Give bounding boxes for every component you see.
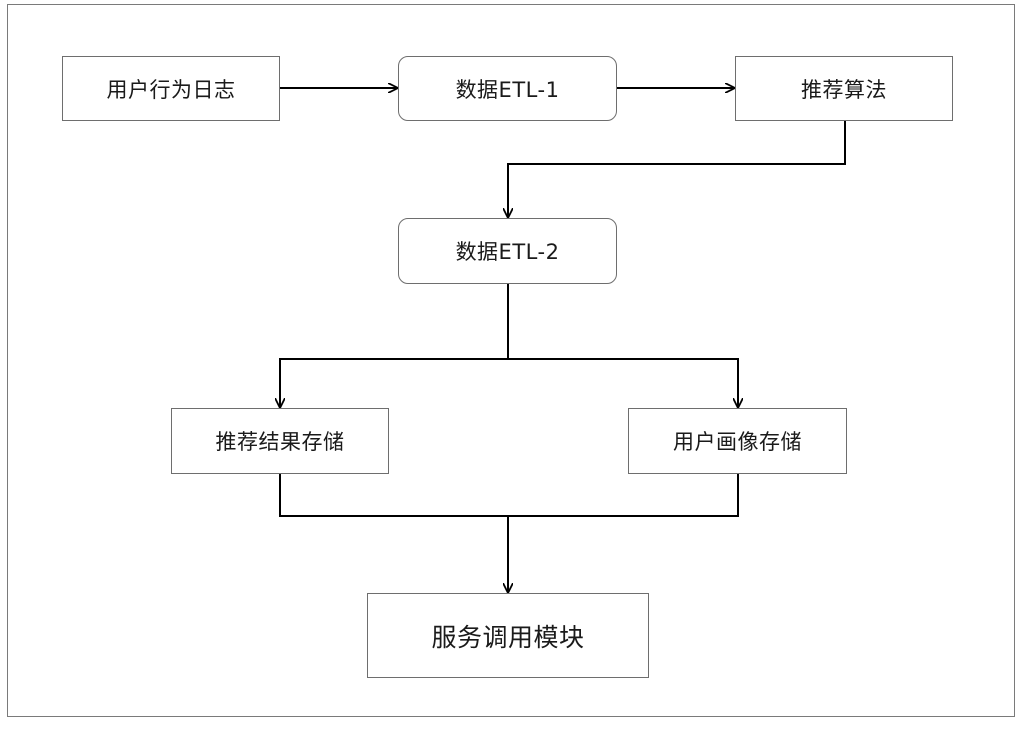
node-etl2: 数据ETL-2 xyxy=(398,218,617,284)
edge-etl2-to-profile-store xyxy=(508,358,738,407)
node-algo: 推荐算法 xyxy=(735,56,953,121)
diagram-frame xyxy=(7,4,1015,717)
node-etl2-label: 数据ETL-2 xyxy=(455,240,560,264)
edge-algo-to-etl2 xyxy=(508,121,846,217)
edge-etl2-to-rec-store xyxy=(280,358,508,407)
node-etl1: 数据ETL-1 xyxy=(398,56,617,121)
node-etl1-label: 数据ETL-1 xyxy=(455,77,560,102)
node-user-logs: 用户行为日志 xyxy=(62,56,280,121)
node-service-label: 服务调用模块 xyxy=(431,622,585,652)
node-service: 服务调用模块 xyxy=(367,593,649,678)
edge-profile-store-to-merge xyxy=(508,474,739,517)
node-profile-store: 用户画像存储 xyxy=(628,408,847,474)
edge-rec-store-to-merge xyxy=(279,474,508,517)
node-profile-store-label: 用户画像存储 xyxy=(673,430,802,454)
node-algo-label: 推荐算法 xyxy=(801,77,887,102)
node-rec-store: 推荐结果存储 xyxy=(171,408,389,474)
node-rec-store-label: 推荐结果存储 xyxy=(215,430,345,454)
node-user-logs-label: 用户行为日志 xyxy=(106,77,236,102)
